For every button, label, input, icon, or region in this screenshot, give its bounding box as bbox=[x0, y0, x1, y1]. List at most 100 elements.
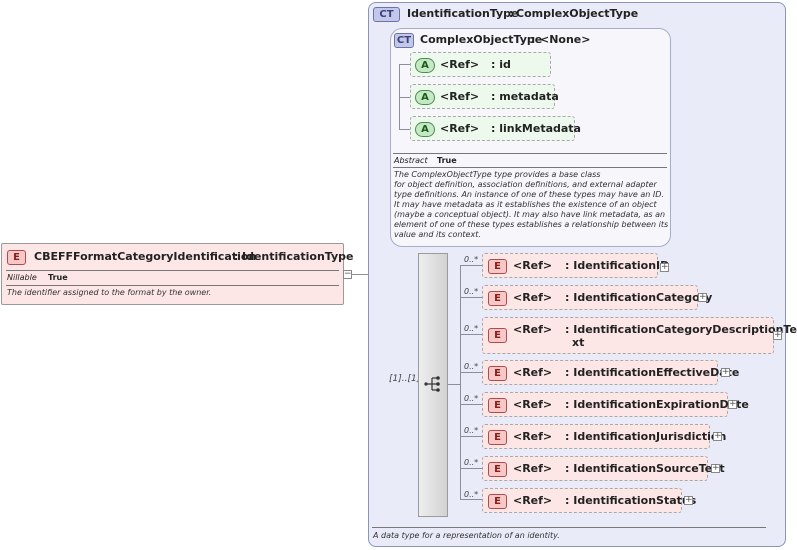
element-identification-status[interactable]: E <Ref> : IdentificationStatus bbox=[482, 488, 696, 513]
element-identification-id[interactable]: E <Ref> : IdentificationID bbox=[482, 253, 669, 278]
element-ref: <Ref> bbox=[513, 291, 553, 304]
complex-type-sep: : bbox=[509, 7, 514, 20]
element-cardinality: 0..* bbox=[464, 394, 479, 403]
sequence-icon bbox=[423, 374, 443, 394]
nillable-label: Nillable bbox=[7, 273, 37, 282]
connector-line bbox=[460, 372, 482, 373]
doc-line: The ComplexObjectType type provides a ba… bbox=[394, 170, 601, 179]
element-name: : IdentificationSourceText bbox=[565, 462, 725, 475]
element-ref: <Ref> bbox=[513, 259, 553, 272]
connector-line bbox=[352, 274, 378, 275]
attribute-linkmetadata[interactable]: A <Ref> : linkMetadata bbox=[410, 116, 581, 141]
element-badge: E bbox=[488, 494, 507, 509]
collapse-toggle[interactable]: − bbox=[343, 269, 352, 279]
element-name: : IdentificationCategory bbox=[565, 291, 713, 304]
connector-line bbox=[460, 265, 461, 499]
connector-line bbox=[460, 297, 482, 298]
divider bbox=[6, 285, 339, 286]
connector-line bbox=[460, 334, 482, 335]
doc-line: element of one of these types establishe… bbox=[394, 220, 669, 229]
abstract-value: True bbox=[437, 156, 457, 165]
attribute-ref: <Ref> bbox=[440, 58, 480, 71]
connector-line bbox=[399, 97, 411, 98]
element-name-wrap: xt bbox=[572, 336, 585, 349]
attribute-ref: <Ref> bbox=[440, 90, 480, 103]
complex-type-badge: CT bbox=[373, 7, 400, 22]
element-badge: E bbox=[488, 462, 507, 477]
expand-toggle[interactable]: + bbox=[711, 463, 720, 473]
connector-line bbox=[399, 129, 411, 130]
element-identification-jurisdiction[interactable]: E <Ref> : IdentificationJurisdiction bbox=[482, 424, 726, 449]
expand-toggle[interactable]: + bbox=[713, 431, 722, 441]
attribute-id[interactable]: A <Ref> : id bbox=[410, 52, 551, 77]
element-identification-effective-date[interactable]: E <Ref> : IdentificationEffectiveDate bbox=[482, 360, 739, 385]
complex-type-base: ComplexObjectType bbox=[516, 7, 639, 20]
root-element-name: CBEFFFormatCategoryIdentification bbox=[34, 250, 257, 263]
attribute-badge: A bbox=[415, 90, 435, 105]
element-name: : IdentificationCategoryDescriptionTe bbox=[565, 323, 797, 336]
root-element-box[interactable]: E CBEFFFormatCategoryIdentification : Id… bbox=[1, 243, 354, 305]
base-type-name: ComplexObjectType bbox=[420, 33, 543, 46]
complex-type-doc: A data type for a representation of an i… bbox=[373, 531, 560, 540]
element-identification-expiration-date[interactable]: E <Ref> : IdentificationExpirationDate bbox=[482, 392, 749, 417]
element-badge: E bbox=[488, 291, 507, 306]
sequence-compositor[interactable] bbox=[418, 253, 448, 517]
element-ref: <Ref> bbox=[513, 462, 553, 475]
element-ref: <Ref> bbox=[513, 398, 553, 411]
element-badge: E bbox=[7, 250, 26, 265]
connector-line bbox=[399, 64, 411, 65]
expand-toggle[interactable]: + bbox=[721, 367, 730, 377]
nillable-value: True bbox=[48, 273, 68, 282]
element-cardinality: 0..* bbox=[464, 287, 479, 296]
element-cardinality: 0..* bbox=[464, 490, 479, 499]
element-cardinality: 0..* bbox=[464, 426, 479, 435]
abstract-label: Abstract bbox=[394, 156, 428, 165]
element-ref: <Ref> bbox=[513, 366, 553, 379]
element-cardinality: 0..* bbox=[464, 362, 479, 371]
expand-toggle[interactable]: + bbox=[773, 330, 782, 340]
doc-line: for object definition, association defin… bbox=[394, 180, 657, 189]
attribute-metadata[interactable]: A <Ref> : metadata bbox=[410, 84, 559, 109]
complex-type-name: IdentificationType bbox=[407, 7, 519, 20]
element-name: : IdentificationID bbox=[565, 259, 670, 272]
element-identification-source-text[interactable]: E <Ref> : IdentificationSourceText bbox=[482, 456, 725, 481]
element-ref: <Ref> bbox=[513, 430, 553, 443]
divider bbox=[372, 527, 766, 528]
connector-line bbox=[448, 384, 460, 385]
element-name: : IdentificationEffectiveDate bbox=[565, 366, 740, 379]
connector-line bbox=[460, 265, 482, 266]
element-cardinality: 0..* bbox=[464, 458, 479, 467]
expand-toggle[interactable]: + bbox=[698, 292, 707, 302]
doc-line: type definitions. An instance of one of … bbox=[394, 190, 664, 199]
attribute-name: : linkMetadata bbox=[491, 122, 581, 135]
attribute-ref: <Ref> bbox=[440, 122, 480, 135]
expand-toggle[interactable]: + bbox=[684, 495, 693, 505]
element-ref: <Ref> bbox=[513, 494, 553, 507]
divider bbox=[393, 153, 667, 154]
element-cardinality: 0..* bbox=[464, 324, 479, 333]
expand-toggle[interactable]: + bbox=[728, 399, 737, 409]
element-identification-category[interactable]: E <Ref> : IdentificationCategory bbox=[482, 285, 712, 310]
element-identification-category-description-text[interactable]: E <Ref> : IdentificationCategoryDescript… bbox=[482, 317, 797, 354]
element-ref: <Ref> bbox=[513, 323, 553, 336]
element-name: : IdentificationStatus bbox=[565, 494, 697, 507]
connector-line bbox=[460, 436, 482, 437]
element-name: : IdentificationExpirationDate bbox=[565, 398, 749, 411]
connector-line bbox=[460, 499, 482, 500]
base-type-badge: CT bbox=[394, 33, 414, 48]
element-cardinality: 0..* bbox=[464, 255, 479, 264]
attribute-badge: A bbox=[415, 122, 435, 137]
connector-line bbox=[460, 404, 482, 405]
attribute-badge: A bbox=[415, 58, 435, 73]
root-element-doc: The identifier assigned to the format by… bbox=[7, 288, 212, 297]
element-badge: E bbox=[488, 430, 507, 445]
element-badge: E bbox=[488, 328, 507, 343]
expand-toggle[interactable]: + bbox=[660, 262, 669, 272]
element-badge: E bbox=[488, 259, 507, 274]
root-element-type-sep: : bbox=[234, 250, 239, 263]
element-name: : IdentificationJurisdiction bbox=[565, 430, 727, 443]
doc-line: value and its context. bbox=[394, 230, 481, 239]
base-type-doc: The ComplexObjectType type provides a ba… bbox=[394, 170, 669, 240]
base-type-sep: : bbox=[531, 33, 536, 46]
element-badge: E bbox=[488, 398, 507, 413]
